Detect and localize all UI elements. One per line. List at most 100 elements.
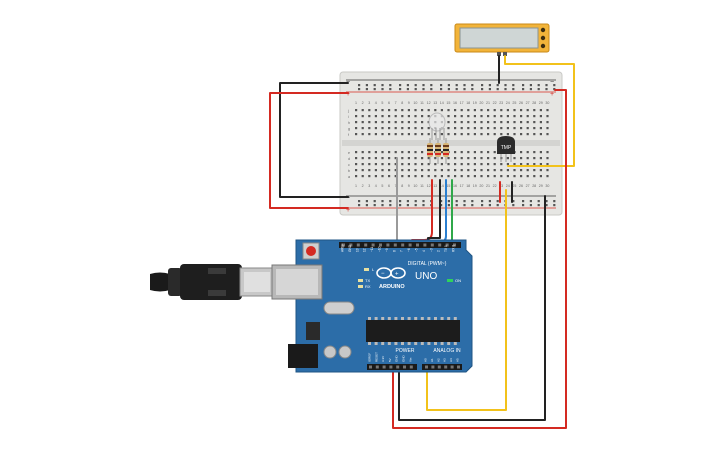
analog-pin[interactable] <box>425 365 428 369</box>
breadboard-hole[interactable] <box>487 157 490 160</box>
rail-hole[interactable] <box>414 84 417 87</box>
breadboard-hole[interactable] <box>533 169 536 172</box>
rail-hole[interactable] <box>512 200 515 203</box>
breadboard-hole[interactable] <box>500 115 503 118</box>
rail-hole[interactable] <box>406 204 409 207</box>
rail-hole[interactable] <box>529 88 532 91</box>
rail-hole[interactable] <box>440 88 443 91</box>
resistors[interactable] <box>427 138 449 164</box>
breadboard-hole[interactable] <box>520 109 523 112</box>
temperature-sensor[interactable]: TMP <box>497 136 515 162</box>
breadboard-hole[interactable] <box>381 157 384 160</box>
breadboard-hole[interactable] <box>506 163 509 166</box>
breadboard-hole[interactable] <box>513 115 516 118</box>
rail-hole[interactable] <box>414 88 417 91</box>
rail-hole[interactable] <box>553 204 556 207</box>
rail-hole[interactable] <box>358 204 361 207</box>
breadboard-hole[interactable] <box>487 163 490 166</box>
breadboard-hole[interactable] <box>467 109 470 112</box>
breadboard-hole[interactable] <box>388 157 391 160</box>
breadboard-hole[interactable] <box>434 109 437 112</box>
breadboard-hole[interactable] <box>381 151 384 154</box>
rail-hole[interactable] <box>545 204 548 207</box>
rail-hole[interactable] <box>496 88 499 91</box>
breadboard-hole[interactable] <box>388 175 391 178</box>
breadboard-hole[interactable] <box>480 133 483 136</box>
breadboard-hole[interactable] <box>493 163 496 166</box>
breadboard-hole[interactable] <box>546 169 549 172</box>
rail-hole[interactable] <box>365 88 368 91</box>
breadboard-hole[interactable] <box>407 115 410 118</box>
breadboard-hole[interactable] <box>506 115 509 118</box>
breadboard-hole[interactable] <box>355 175 358 178</box>
breadboard-hole[interactable] <box>487 151 490 154</box>
breadboard-hole[interactable] <box>394 121 397 124</box>
breadboard-hole[interactable] <box>473 151 476 154</box>
breadboard-hole[interactable] <box>480 151 483 154</box>
rail-hole[interactable] <box>471 88 474 91</box>
breadboard-hole[interactable] <box>526 133 529 136</box>
rail-hole[interactable] <box>463 84 466 87</box>
breadboard-hole[interactable] <box>355 133 358 136</box>
breadboard-hole[interactable] <box>454 163 457 166</box>
rail-hole[interactable] <box>537 88 540 91</box>
breadboard-hole[interactable] <box>401 133 404 136</box>
breadboard-hole[interactable] <box>368 175 371 178</box>
breadboard-hole[interactable] <box>546 151 549 154</box>
digital-pin[interactable] <box>438 243 442 247</box>
breadboard-hole[interactable] <box>407 151 410 154</box>
rail-hole[interactable] <box>545 88 548 91</box>
breadboard-hole[interactable] <box>467 175 470 178</box>
rail-hole[interactable] <box>406 88 409 91</box>
breadboard-hole[interactable] <box>368 163 371 166</box>
breadboard-hole[interactable] <box>368 127 371 130</box>
breadboard-hole[interactable] <box>381 133 384 136</box>
breadboard-hole[interactable] <box>520 163 523 166</box>
breadboard-hole[interactable] <box>447 127 450 130</box>
digital-pin[interactable] <box>364 243 368 247</box>
breadboard-hole[interactable] <box>520 121 523 124</box>
breadboard-hole[interactable] <box>407 109 410 112</box>
rail-hole[interactable] <box>440 200 443 203</box>
breadboard-hole[interactable] <box>539 169 542 172</box>
breadboard-hole[interactable] <box>500 109 503 112</box>
power-pin[interactable] <box>403 365 406 369</box>
rail-hole[interactable] <box>447 84 450 87</box>
breadboard-hole[interactable] <box>513 121 516 124</box>
breadboard-hole[interactable] <box>361 121 364 124</box>
breadboard[interactable]: 1122334455667788991010111112121313141415… <box>339 71 563 216</box>
breadboard-hole[interactable] <box>526 163 529 166</box>
breadboard-hole[interactable] <box>506 133 509 136</box>
rail-hole[interactable] <box>512 204 515 207</box>
rail-hole[interactable] <box>496 200 499 203</box>
breadboard-hole[interactable] <box>401 127 404 130</box>
breadboard-hole[interactable] <box>546 163 549 166</box>
breadboard-hole[interactable] <box>361 169 364 172</box>
breadboard-hole[interactable] <box>546 115 549 118</box>
breadboard-hole[interactable] <box>526 157 529 160</box>
resistor[interactable] <box>443 138 449 164</box>
breadboard-hole[interactable] <box>473 175 476 178</box>
breadboard-hole[interactable] <box>374 133 377 136</box>
breadboard-hole[interactable] <box>421 127 424 130</box>
breadboard-hole[interactable] <box>500 163 503 166</box>
rail-hole[interactable] <box>463 200 466 203</box>
breadboard-hole[interactable] <box>407 127 410 130</box>
breadboard-hole[interactable] <box>539 109 542 112</box>
digital-pin[interactable] <box>356 243 360 247</box>
rail-hole[interactable] <box>481 200 484 203</box>
usb-cable[interactable] <box>150 264 275 300</box>
breadboard-hole[interactable] <box>394 133 397 136</box>
breadboard-hole[interactable] <box>374 115 377 118</box>
breadboard-hole[interactable] <box>533 109 536 112</box>
breadboard-hole[interactable] <box>374 175 377 178</box>
rail-hole[interactable] <box>358 84 361 87</box>
breadboard-hole[interactable] <box>506 175 509 178</box>
breadboard-hole[interactable] <box>533 151 536 154</box>
breadboard-hole[interactable] <box>401 115 404 118</box>
breadboard-hole[interactable] <box>374 157 377 160</box>
breadboard-hole[interactable] <box>526 175 529 178</box>
breadboard-hole[interactable] <box>401 109 404 112</box>
breadboard-hole[interactable] <box>355 157 358 160</box>
breadboard-hole[interactable] <box>546 127 549 130</box>
